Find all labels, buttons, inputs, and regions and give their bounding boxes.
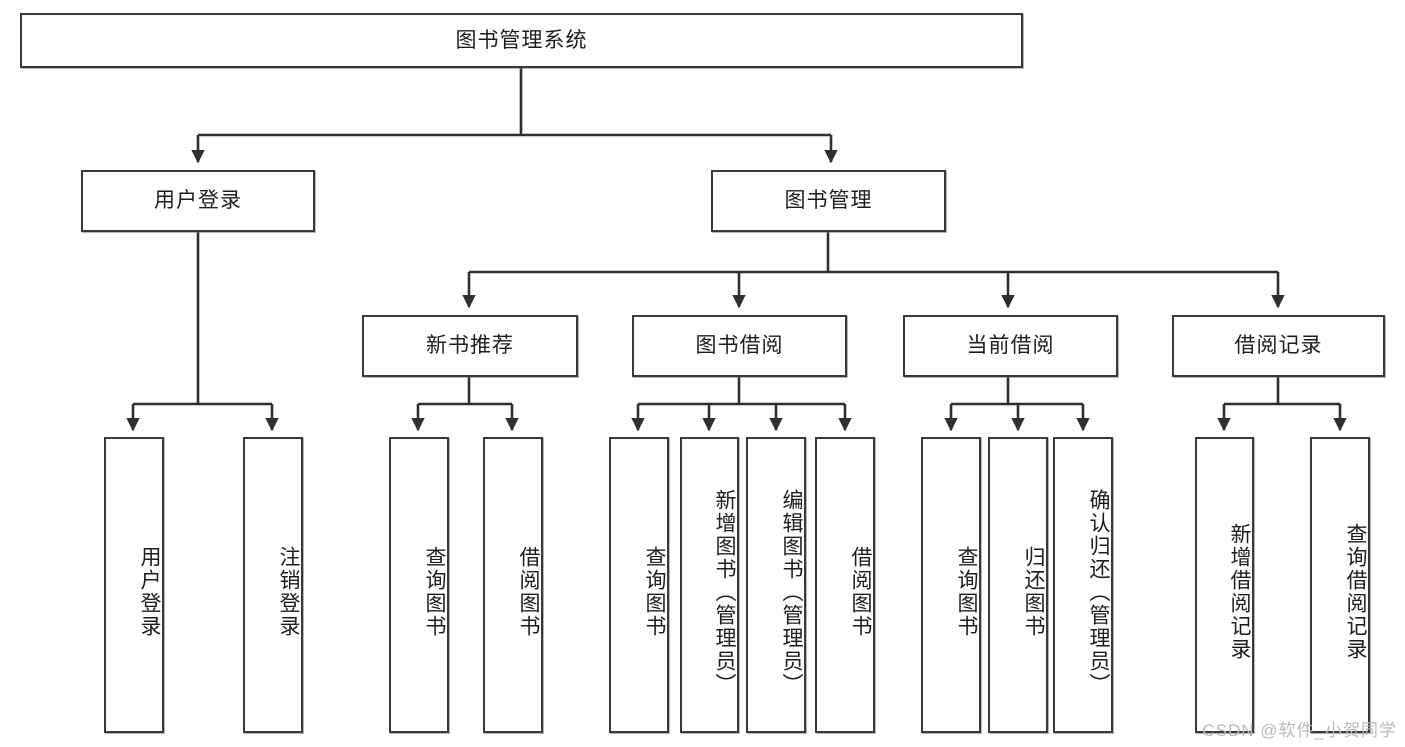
node-leaf-borrow-book-rec[interactable]: 借阅图书	[483, 437, 543, 733]
node-leaf-edit-book[interactable]: 编辑图书（管理员）	[746, 437, 806, 733]
node-new-book-rec[interactable]: 新书推荐	[362, 315, 578, 377]
node-leaf-logout[interactable]: 注销登录	[243, 437, 303, 733]
node-book-manage[interactable]: 图书管理	[711, 170, 946, 232]
node-current-borrow[interactable]: 当前借阅	[903, 315, 1118, 377]
node-book-borrow[interactable]: 图书借阅	[632, 315, 847, 377]
watermark: CSDN @软件_小贺同学	[1202, 721, 1397, 740]
node-leaf-add-record[interactable]: 新增借阅记录	[1195, 437, 1254, 733]
node-borrow-record[interactable]: 借阅记录	[1172, 315, 1385, 377]
node-leaf-return-book[interactable]: 归还图书	[988, 437, 1048, 733]
node-leaf-add-book[interactable]: 新增图书（管理员）	[680, 437, 739, 733]
node-leaf-borrow-book[interactable]: 借阅图书	[815, 437, 875, 733]
node-leaf-query-record[interactable]: 查询借阅记录	[1310, 437, 1370, 733]
node-leaf-query-book-cur[interactable]: 查询图书	[921, 437, 981, 733]
node-leaf-query-book-borrow[interactable]: 查询图书	[609, 437, 669, 733]
node-leaf-user-login[interactable]: 用户登录	[104, 437, 164, 733]
node-user-login[interactable]: 用户登录	[81, 170, 315, 232]
node-root[interactable]: 图书管理系统	[20, 13, 1023, 68]
node-leaf-query-book-rec[interactable]: 查询图书	[389, 437, 449, 733]
node-leaf-confirm-return[interactable]: 确认归还（管理员）	[1053, 437, 1113, 733]
